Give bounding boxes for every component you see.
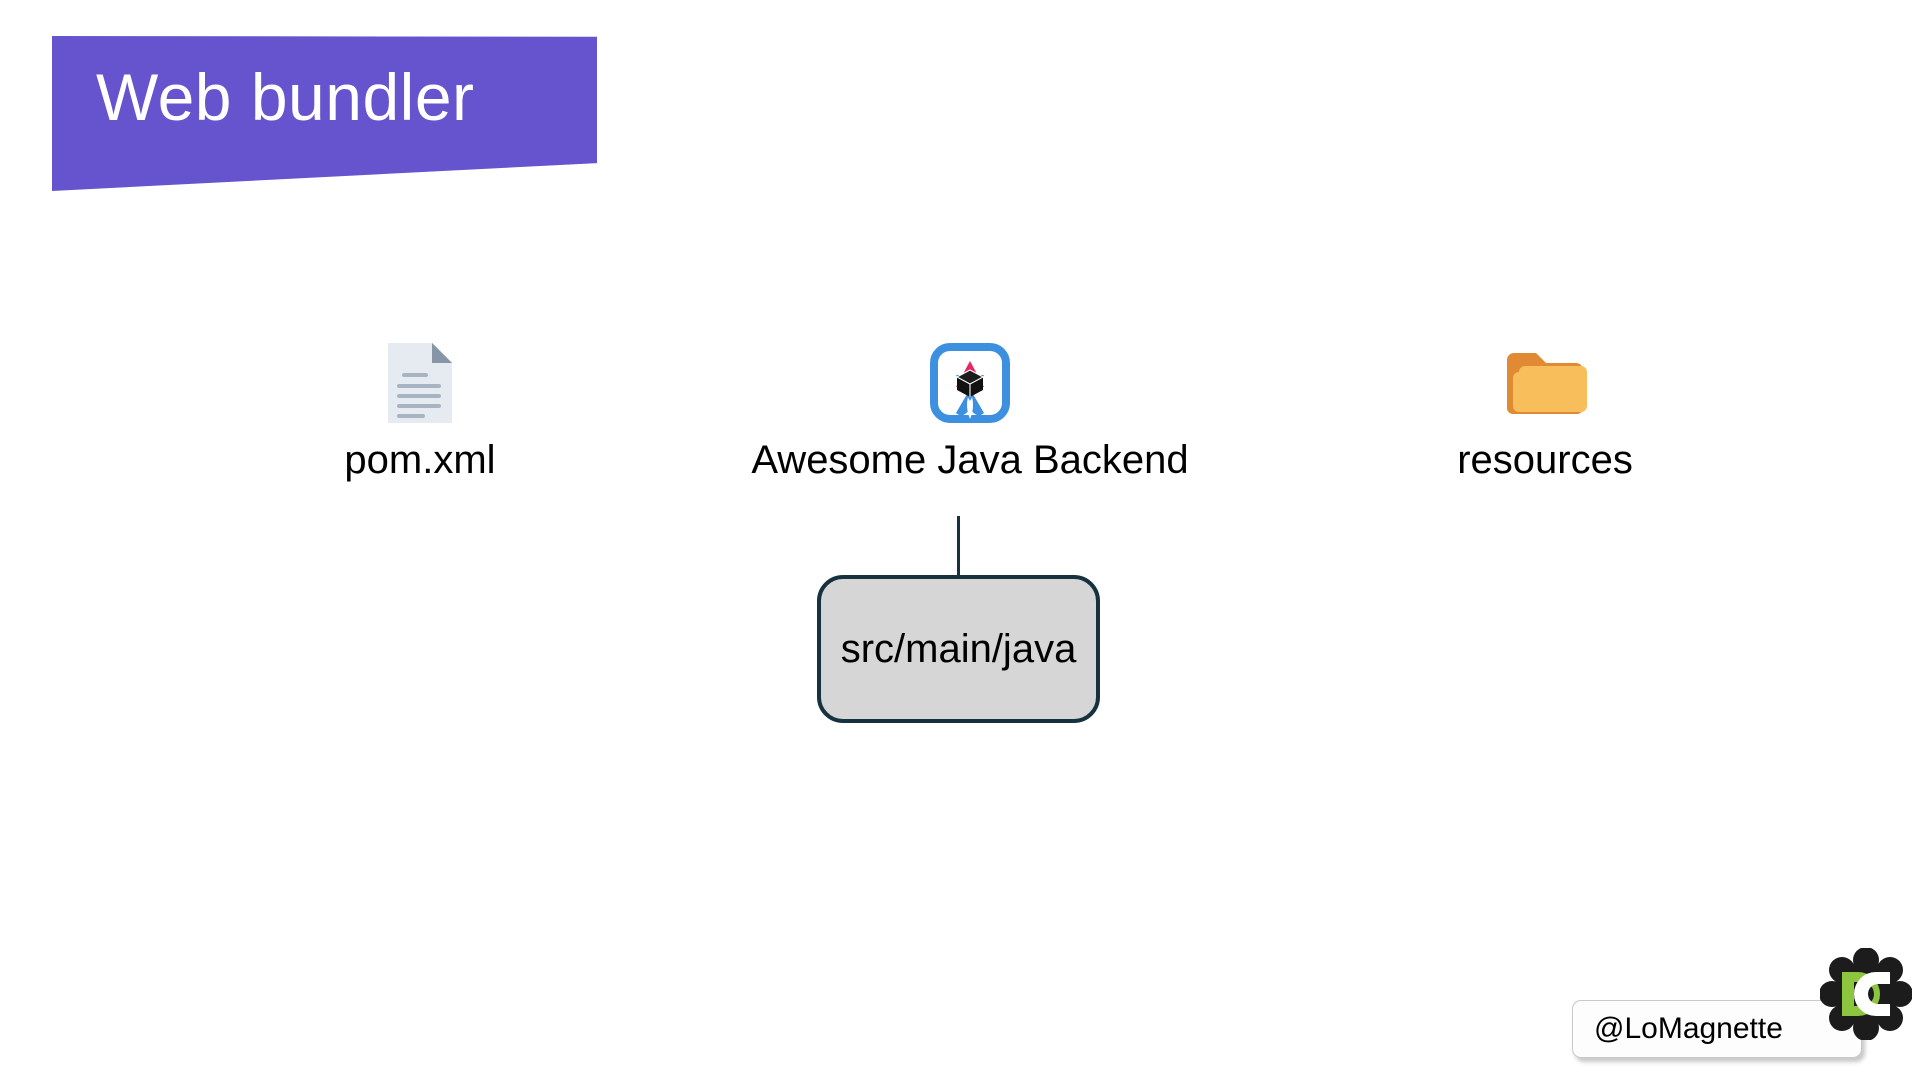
node-resources: resources [1355, 340, 1735, 482]
bundler-logo-icon [690, 340, 1250, 426]
src-main-java-label: src/main/java [840, 626, 1077, 671]
node-awesome-java-backend: Awesome Java Backend [690, 340, 1250, 482]
title-banner-shape [52, 36, 597, 191]
devcrowd-flower-logo-icon [1819, 947, 1913, 1041]
src-main-java-box: src/main/java [817, 575, 1100, 723]
watermark-plate-background [1572, 1000, 1862, 1058]
connector-line-app-to-src-main-java [957, 516, 960, 578]
node-label-resources: resources [1457, 438, 1633, 482]
watermark-handle: @LoMagnette [1594, 1012, 1783, 1045]
document-icon [230, 340, 610, 426]
page-title: Web bundler [96, 60, 475, 134]
folder-icon [1355, 340, 1735, 426]
node-label-awesome-java-backend: Awesome Java Backend [751, 438, 1189, 482]
watermark-plate: @LoMagnette [1572, 1000, 1862, 1058]
title-banner: Web bundler [52, 36, 597, 191]
node-pom-xml: pom.xml [230, 340, 610, 482]
node-label-pom-xml: pom.xml [344, 438, 496, 482]
